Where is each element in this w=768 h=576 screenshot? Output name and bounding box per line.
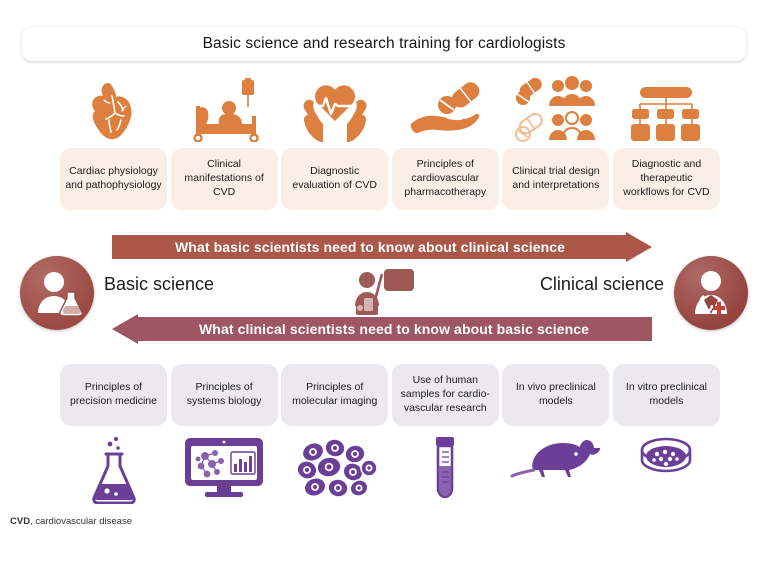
teaching-presenter-icon (352, 268, 416, 316)
doctor-icon (695, 271, 727, 314)
clinical-trial-groups-icon (502, 74, 609, 142)
basic-icon-row (60, 436, 720, 506)
clinical-pill-4: Clinical trial design and interpretation… (502, 148, 610, 210)
footnote-abbreviation: CVD (10, 516, 31, 527)
backward-arrow: What clinical scientists need to know ab… (112, 314, 652, 344)
sample-tube-icon (392, 436, 499, 506)
backward-arrow-label: What clinical scientists need to know ab… (198, 321, 590, 337)
patient-bed-iv-icon (171, 74, 278, 142)
basic-pill-1: Principles of systems biology (170, 364, 278, 426)
mouse-icon (502, 436, 609, 506)
hand-pills-icon (392, 74, 499, 142)
petri-dish-icon (613, 436, 720, 506)
forward-arrow-label: What basic scientists need to know about… (174, 239, 566, 255)
basic-pill-3: Use of human samples for cardio-vascular… (391, 364, 499, 426)
flask-icon (60, 436, 167, 506)
scientist-icon (38, 272, 83, 317)
clinical-science-label: Clinical science (539, 274, 664, 294)
page-title: Basic science and research training for … (202, 35, 566, 52)
basic-pill-2: Principles of molecular imaging (281, 364, 389, 426)
heart-anatomy-icon (60, 74, 167, 142)
basic-label-row: Principles of precision medicine Princip… (60, 364, 720, 426)
computer-network-chart-icon (171, 436, 278, 506)
clinical-label-row: Cardiac physiology and pathophysiology C… (60, 148, 720, 210)
basic-science-label: Basic science (104, 274, 215, 294)
basic-pill-5: In vitro preclinical models (612, 364, 720, 426)
clinical-pill-2: Diagnostic evaluation of CVD (281, 148, 389, 210)
clinical-pill-0: Cardiac physiology and pathophysiology (60, 148, 167, 210)
clinical-pill-5: Diagnostic and therapeutic workflows for… (612, 148, 720, 210)
clinician-avatar (674, 256, 748, 330)
workflow-chart-icon (613, 74, 720, 142)
basic-pill-0: Principles of precision medicine (60, 364, 167, 426)
basic-pill-4: In vivo preclinical models (502, 364, 610, 426)
title-banner: Basic science and research training for … (22, 27, 746, 61)
hands-heart-ecg-icon (281, 74, 388, 142)
footnote-definition: , cardiovascular disease (30, 516, 132, 527)
clinical-pill-3: Principles of cardiovascular pharmacothe… (391, 148, 499, 210)
clinical-icon-row (60, 74, 720, 142)
forward-arrow: What basic scientists need to know about… (112, 232, 652, 262)
footnote: CVD, cardiovascular disease (10, 516, 132, 527)
scientist-avatar (20, 256, 94, 330)
cell-cluster-icon (281, 436, 388, 506)
clinical-pill-1: Clinical manifestations of CVD (170, 148, 278, 210)
